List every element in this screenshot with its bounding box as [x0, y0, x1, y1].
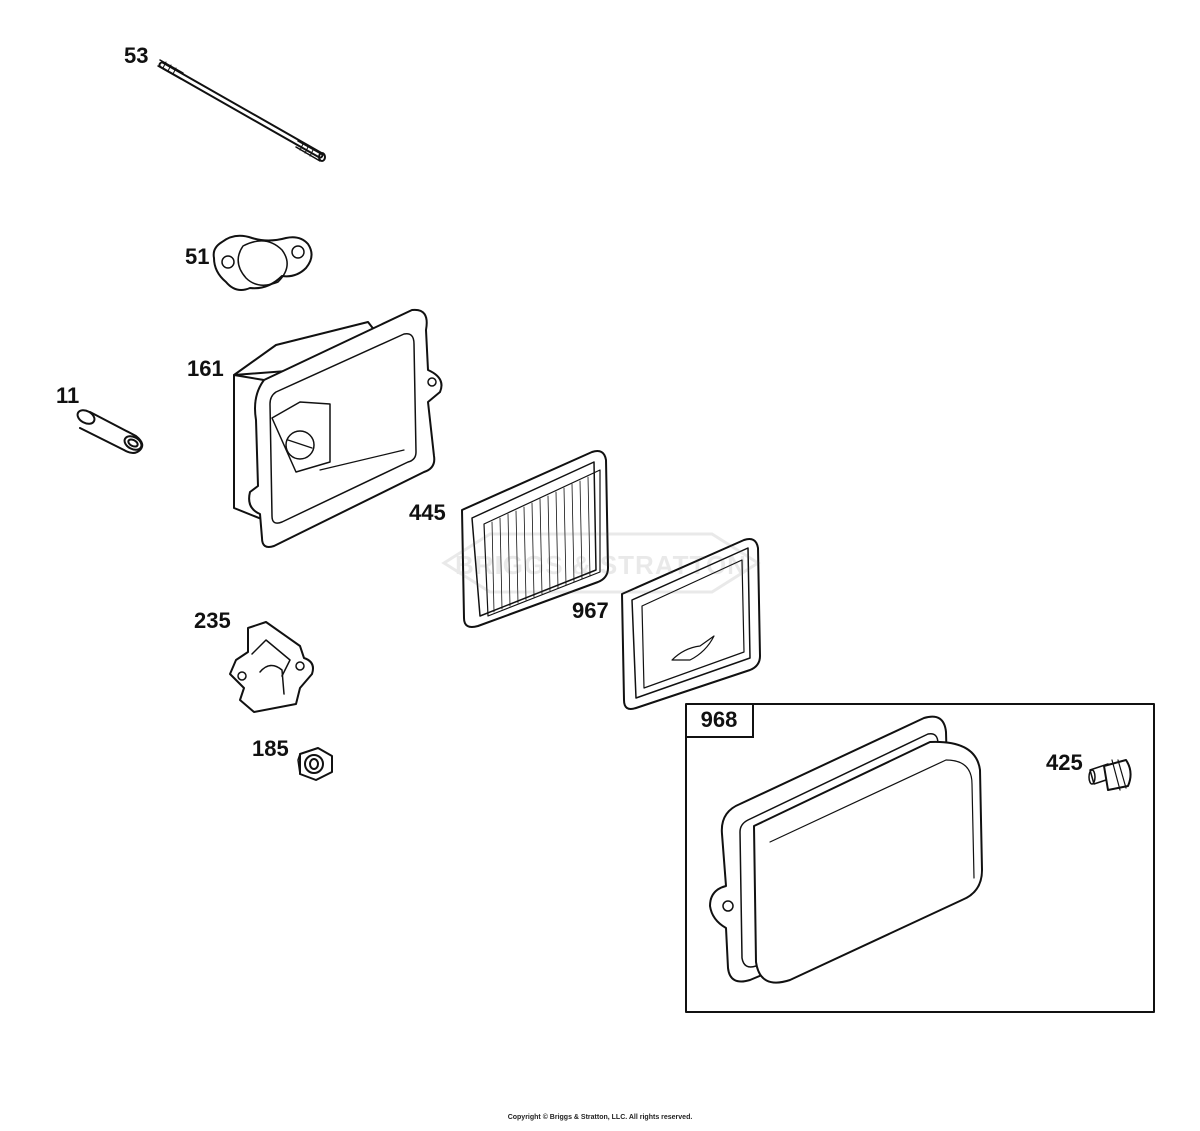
label-967: 967	[572, 598, 609, 623]
label-425: 425	[1046, 750, 1083, 775]
part-445-filter-cartridge	[461, 450, 609, 628]
part-235-bracket	[229, 621, 314, 713]
part-11-tube	[76, 409, 144, 454]
label-445: 445	[409, 500, 446, 525]
brand-watermark: BRIGGS & STRATTON	[440, 530, 762, 596]
label-11: 11	[56, 383, 80, 408]
label-185: 185	[252, 736, 289, 761]
part-968-kit-box	[685, 703, 1155, 1013]
part-51-gasket	[212, 234, 313, 291]
copyright-notice: Copyright © Briggs & Stratton, LLC. All …	[507, 1114, 693, 1121]
label-53: 53	[124, 43, 149, 68]
label-161: 161	[187, 356, 224, 381]
part-53-stud	[157, 59, 326, 162]
part-967-pre-cleaner	[621, 538, 761, 710]
part-425-screw	[1088, 759, 1132, 791]
label-51: 51	[185, 244, 210, 269]
watermark-text: BRIGGS & STRATTON	[455, 550, 747, 580]
label-235: 235	[194, 608, 231, 633]
part-161-air-cleaner-base	[233, 308, 443, 548]
label-968: 968	[686, 704, 754, 738]
part-968-cover	[709, 715, 983, 984]
part-185-nut	[297, 747, 333, 781]
